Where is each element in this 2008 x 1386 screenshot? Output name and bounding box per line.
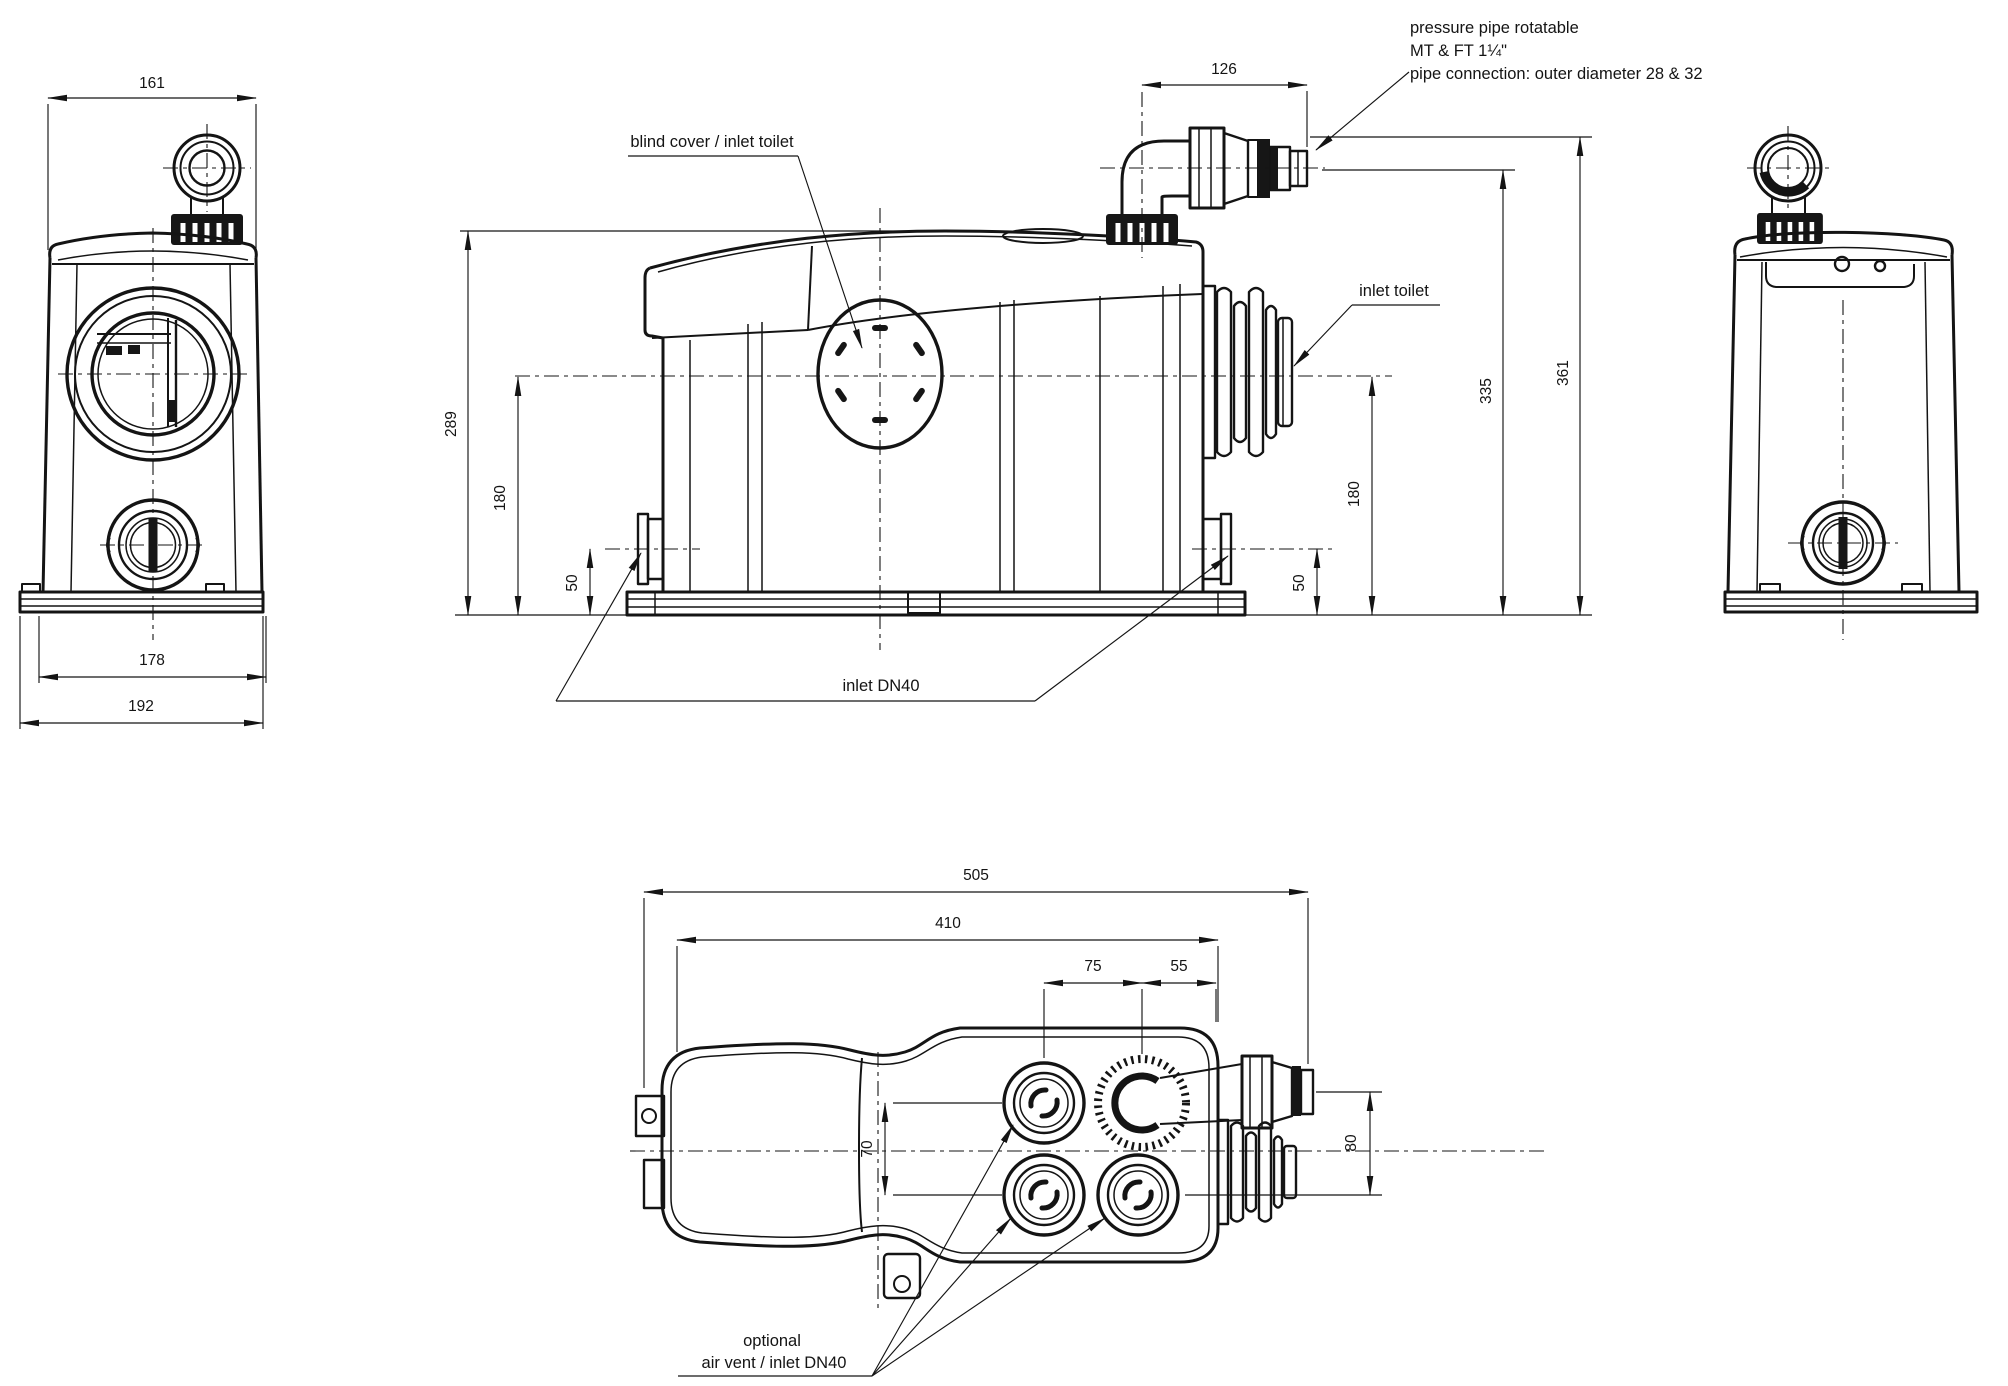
dim-75: 75 — [1084, 958, 1101, 975]
elbow-pipe-end-icon — [1747, 126, 1830, 213]
top-view-bellows-icon — [1216, 1118, 1298, 1226]
inlet-port-right-icon — [1192, 512, 1334, 586]
left-side-view: 161 178 192 — [18, 75, 267, 729]
label-optional-1: optional — [743, 1332, 801, 1350]
lid-blind-cap-icon — [1002, 228, 1084, 244]
pressure-pipe-assembly-icon — [1100, 92, 1325, 258]
dim-289: 289 — [443, 411, 460, 437]
left-view-dimensions: 161 178 192 — [19, 75, 267, 729]
label-blind-cover: blind cover / inlet toilet — [630, 133, 794, 151]
top-view-pipe-fittings-icon — [1240, 1054, 1315, 1130]
dim-50-left: 50 — [564, 574, 581, 592]
knurled-vent-port-icon — [1094, 1055, 1243, 1151]
side-port-icon — [1788, 500, 1898, 586]
dim-55: 55 — [1170, 958, 1187, 975]
blind-cover-icon — [816, 298, 944, 450]
bottom-tab-icon — [882, 1252, 922, 1300]
dim-50-right: 50 — [1291, 574, 1308, 592]
outlet-pipe-end-icon — [163, 124, 251, 214]
dim-180-left: 180 — [492, 485, 509, 511]
vent-nut-icon — [1757, 213, 1823, 244]
dim-80: 80 — [1343, 1134, 1360, 1152]
dim-335: 335 — [1478, 378, 1495, 404]
dim-70: 70 — [859, 1140, 876, 1158]
side-port-icon — [100, 498, 206, 592]
front-view: 126 289 180 50 180 50 335 361 pressure p… — [443, 19, 1703, 702]
inlet-port-left-icon — [605, 512, 700, 586]
top-view-labels: optional air vent / inlet DN40 — [678, 1124, 1106, 1377]
dim-161: 161 — [139, 75, 165, 92]
left-view-base — [18, 583, 265, 614]
top-view: 505 410 75 55 70 80 optional air vent / — [630, 867, 1545, 1377]
label-inlet-toilet: inlet toilet — [1359, 282, 1429, 300]
top-view-body — [630, 1026, 1545, 1310]
label-pressure-pipe-1: pressure pipe rotatable — [1410, 19, 1579, 37]
label-pressure-pipe-3: pipe connection: outer diameter 28 & 32 — [1410, 65, 1703, 83]
toilet-inlet-opening-icon — [58, 286, 248, 462]
front-view-dimensions: 126 289 180 50 180 50 335 361 — [443, 61, 1592, 616]
mounting-tab-icon — [634, 1094, 666, 1138]
dim-180-right: 180 — [1346, 481, 1363, 507]
dim-361: 361 — [1555, 360, 1572, 386]
dim-192: 192 — [128, 698, 154, 715]
label-optional-2: air vent / inlet DN40 — [702, 1354, 847, 1372]
dim-505: 505 — [963, 867, 989, 884]
label-inlet-dn40: inlet DN40 — [842, 677, 919, 695]
front-view-body — [515, 208, 1392, 650]
label-pressure-pipe-2: MT & FT 1¼" — [1410, 42, 1507, 60]
top-view-dimensions: 505 410 75 55 70 80 — [643, 867, 1382, 1196]
dim-178: 178 — [139, 652, 165, 669]
dim-126: 126 — [1211, 61, 1237, 78]
right-side-view — [1723, 126, 1979, 640]
right-view-body — [1726, 230, 1961, 640]
dim-410: 410 — [935, 915, 961, 932]
air-vent-port-icon — [1004, 1063, 1084, 1143]
mounting-tab-icon — [642, 1158, 666, 1210]
front-view-labels: pressure pipe rotatable MT & FT 1¼" pipe… — [555, 19, 1703, 702]
toilet-inlet-bellows-icon — [1201, 284, 1294, 460]
air-vent-port-icon — [1004, 1155, 1084, 1235]
front-view-base — [455, 590, 1592, 617]
right-view-base — [1723, 583, 1979, 614]
air-vent-port-icon — [1098, 1155, 1178, 1235]
